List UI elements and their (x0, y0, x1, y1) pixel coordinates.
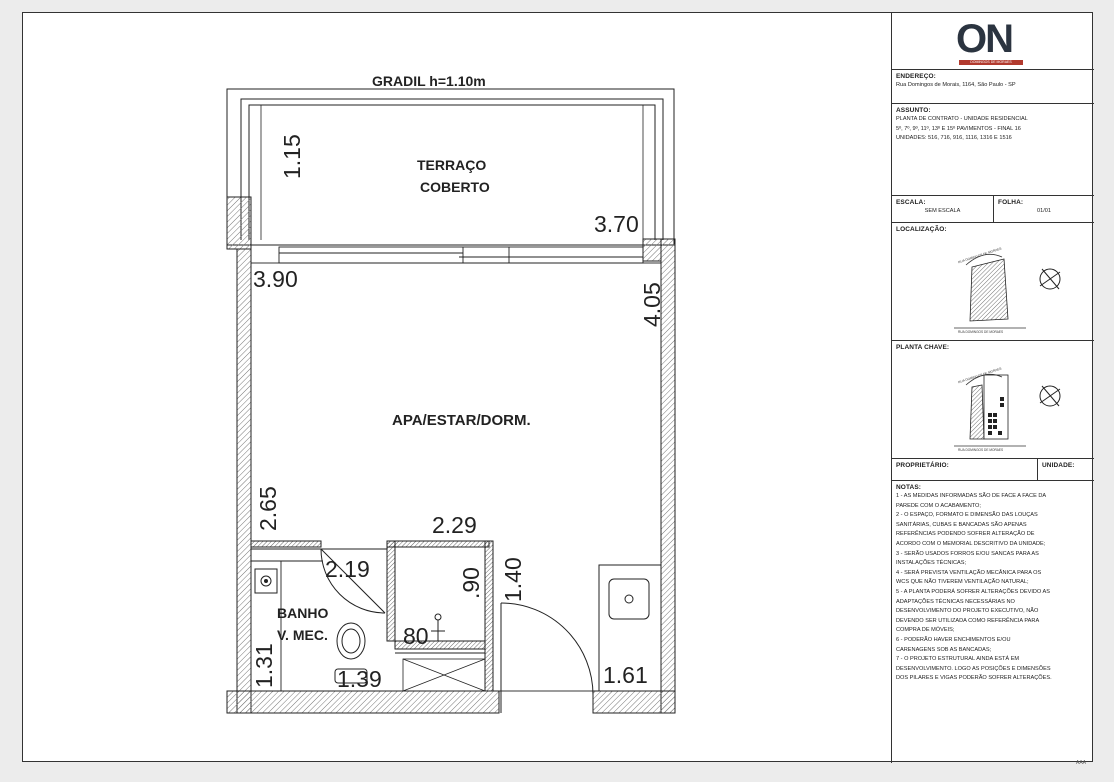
key-plan-map: RUA DOMINGOS DE MORAES RUA DOMINGOS DE M… (954, 367, 1061, 452)
living-room-label: APA/ESTAR/DORM. (392, 412, 531, 429)
note-line: CARENAGENS SOB AS BANCADAS; (896, 646, 992, 653)
notes-label: NOTAS: (896, 484, 922, 491)
walls (226, 196, 676, 714)
dimension-label: .90 (458, 567, 484, 599)
dimension-label: 2.19 (325, 556, 370, 582)
note-line: WCS QUE NÃO TIVEREM VENTILAÇÃO NATURAL; (896, 579, 1029, 586)
logo-tagline: DOMINGOS DE MORAES (959, 60, 1023, 65)
note-line: 2 - O ESPAÇO, FORMATO E DIMENSÃO DAS LOU… (896, 512, 1038, 519)
note-line: DESENVOLVIMENTO. LOGO AS POSIÇÕES E DIME… (896, 665, 1051, 672)
drawing-sheet: GRADIL h=1.10m (22, 12, 1094, 763)
key-plan-label: PLANTA CHAVE: (896, 344, 950, 351)
terrace-railing (226, 88, 675, 246)
unit-field: UNIDADE: (1038, 459, 1094, 480)
bathroom-label: BANHO (277, 605, 328, 621)
note-line: DOS PILARES E VIGAS PODERÃO SOFRER ALTER… (896, 675, 1052, 682)
sheet-value: 01/01 (1037, 208, 1051, 214)
dimension-label: 1.31 (251, 643, 277, 688)
subject-line: PLANTA DE CONTRATO - UNIDADE RESIDENCIAL (896, 116, 1028, 122)
scale-sheet-cell: ESCALA: SEM ESCALA FOLHA: 01/01 (892, 196, 1094, 223)
street-label: RUA DOMINGOS DE MORAES (958, 448, 1003, 452)
owner-cell: PROPRIETÁRIO: UNIDADE: (892, 459, 1094, 481)
north-arrow-icon (1039, 385, 1061, 407)
notes-cell: NOTAS: 1 - AS MEDIDAS INFORMADAS SÃO DE … (892, 481, 1094, 763)
title-block: ON DOMINGOS DE MORAES ENDEREÇO: Rua Domi… (891, 13, 1094, 763)
note-line: 6 - PODERÃO HAVER ENCHIMENTOS E/OU (896, 636, 1011, 643)
scale-value: SEM ESCALA (924, 208, 961, 214)
dimension-label: 1.61 (603, 662, 648, 688)
key-plan-cell: PLANTA CHAVE: RUA DOMINGOS DE MORAES RUA… (892, 341, 1094, 459)
sheet-label: FOLHA: (998, 199, 1024, 206)
note-line: INSTALAÇÕES TÉCNICAS; (896, 560, 967, 567)
address-value: Rua Domingos de Morais, 1164, São Paulo … (896, 82, 1016, 88)
note-line: 7 - O PROJETO ESTRUTURAL AINDA ESTÁ EM (896, 656, 1020, 663)
dimension-label: 2.29 (432, 512, 477, 538)
kitchen-counter (598, 564, 662, 692)
subject-line: 5º, 7º, 9º, 11º, 13º E 15º PAVIMENTOS - … (896, 125, 1021, 132)
note-line: ACORDO COM O MEMORIAL DESCRITIVO DA UNID… (896, 540, 1046, 547)
entry-door (498, 602, 594, 713)
owner-label: PROPRIETÁRIO: (896, 462, 949, 469)
note-line: 1 - AS MEDIDAS INFORMADAS SÃO DE FACE A … (896, 493, 1047, 499)
sheet-cell: FOLHA: 01/01 (994, 196, 1094, 222)
note-line: COMPRA DE MÓVEIS; (896, 627, 955, 634)
owner-field: PROPRIETÁRIO: (892, 459, 1038, 480)
location-label: LOCALIZAÇÃO: (896, 226, 947, 233)
dimension-label: 2.65 (255, 486, 281, 531)
north-arrow-icon (1039, 268, 1061, 290)
note-line: SANITÁRIAS, CUBAS E BANCADAS SÃO APENAS (896, 521, 1027, 528)
unit-label: UNIDADE: (1042, 462, 1075, 469)
note-line: DESENVOLVIMENTO DO PROJETO EXECUTIVO, NÃ… (896, 608, 1039, 615)
dimension-label: 1.39 (337, 666, 382, 692)
scale-label: ESCALA: (896, 199, 926, 206)
floor-plan: GRADIL h=1.10m (226, 73, 676, 714)
shower-tap (431, 613, 445, 641)
dimension-label: 4.05 (639, 282, 665, 327)
terrace-label-2: COBERTO (420, 179, 490, 195)
dimension-label: 1.15 (279, 134, 305, 179)
subject-line: UNIDADES: 516, 716, 916, 1116, 1316 E 15… (896, 135, 1012, 142)
scale-cell: ESCALA: SEM ESCALA (892, 196, 994, 222)
note-line: PAREDE COM O ACABAMENTO; (896, 502, 981, 509)
shower-area (402, 658, 486, 692)
note-line: 3 - SERÃO USADOS FORROS E/OU SANCAS PARA… (896, 550, 1039, 557)
railing-label: GRADIL h=1.10m (372, 73, 486, 89)
street-label: RUA DOMINGOS DE MORAES (958, 330, 1003, 334)
address-cell: ENDEREÇO: Rua Domingos de Morais, 1164, … (892, 70, 1094, 104)
logo-cell: ON DOMINGOS DE MORAES (892, 13, 1094, 70)
address-label: ENDEREÇO: (896, 73, 936, 80)
location-map: RUA DOMINGOS DE MORAES RUA DOMINGOS DE M… (954, 247, 1061, 334)
note-line: REFERÊNCIAS PODENDO SOFRER ALTERAÇÃO DE (896, 531, 1035, 538)
dimension-label: 1.40 (500, 557, 526, 602)
bathroom-sink (254, 568, 278, 594)
company-logo: ON (956, 17, 1014, 61)
location-cell: LOCALIZAÇÃO: RUA DOMINGOS DE MORAES RUA … (892, 223, 1094, 341)
terrace-label: TERRAÇO (417, 157, 486, 173)
dimension-label: 3.90 (253, 266, 298, 292)
note-line: 5 - A PLANTA PODERÁ SOFRER ALTERAÇÕES DE… (896, 588, 1050, 595)
toilet (334, 622, 368, 684)
dimension-label: 80 (403, 623, 429, 649)
bathroom-door (320, 548, 386, 614)
note-line: DEVENDO SER UTILIZADA COMO REFERÊNCIA PA… (896, 617, 1040, 624)
note-line: 4 - SERÁ PREVISTA VENTILAÇÃO MECÂNICA PA… (896, 569, 1042, 576)
bathroom-label-2: V. MEC. (277, 627, 328, 643)
sliding-door (278, 246, 644, 264)
dimension-label: 3.70 (594, 211, 639, 237)
subject-cell: ASSUNTO: PLANTA DE CONTRATO - UNIDADE RE… (892, 104, 1094, 196)
footer-mark: AAA (1076, 760, 1087, 766)
subject-label: ASSUNTO: (896, 107, 931, 114)
note-line: ADAPTAÇÕES TÉCNICAS NECESSÁRIAS NO (896, 598, 1015, 605)
